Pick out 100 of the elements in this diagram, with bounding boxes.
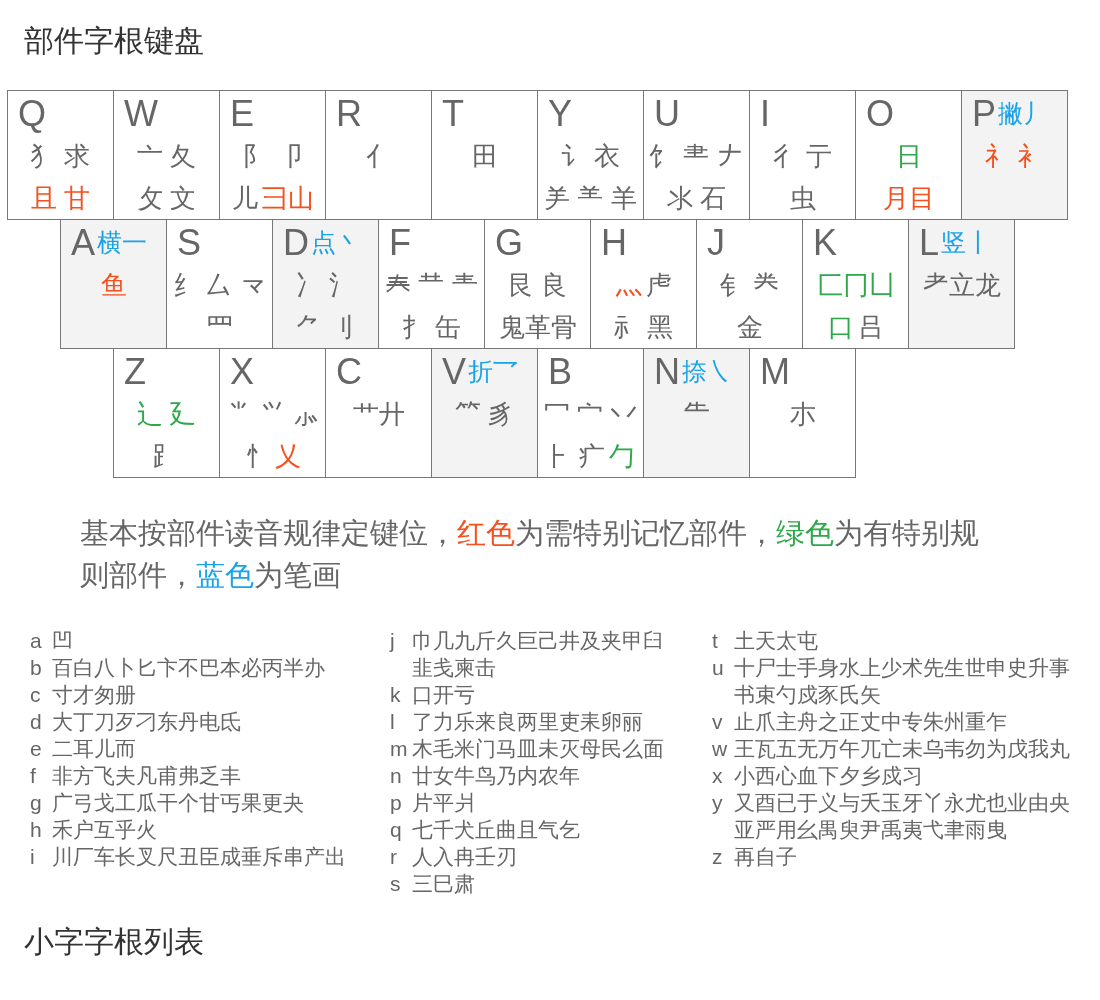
radical-glyphs: 艮 良 [507, 272, 568, 298]
radical-glyphs: 忄 [244, 443, 271, 469]
list-letter: p [390, 790, 403, 816]
radical-glyphs: 冖 宀 丷 [544, 401, 637, 427]
radical-list: 廿女牛鸟乃内农年 [412, 762, 682, 789]
radical-list: 非方飞夫凡甫弗乏丰 [52, 762, 382, 789]
radical-glyphs: 乂 [274, 443, 301, 469]
radical-glyphs: 辶 廴 [136, 401, 197, 427]
radical-glyphs: 纟 厶 龴 [173, 272, 266, 298]
key-letter: Q [18, 93, 46, 135]
radical-glyphs: 礻 衤 [984, 143, 1045, 169]
key-letter: W [124, 93, 158, 135]
radical-glyphs: 彳 亍 [772, 143, 833, 169]
list-letter: n [390, 763, 403, 789]
radical-glyphs: 金 [736, 314, 763, 340]
radical-glyphs: ⺶ ⺷ 羊 [544, 185, 637, 211]
radical-list: 百白八卜匕卞不巴本必丙半办 [52, 654, 382, 681]
stroke-label: 竖丨 [941, 227, 992, 258]
radical-list: 寸才匆册 [52, 681, 382, 708]
list-letter: y [712, 790, 724, 816]
list-letter: r [390, 844, 398, 870]
keyboard-key [60, 219, 167, 349]
explanation-note: 基本按部件读音规律定键位，红色为需特别记忆部件，绿色为有特别规则部件，蓝色为笔画 [80, 516, 980, 593]
key-letter: I [760, 93, 770, 135]
radical-glyphs: 口 [827, 314, 854, 340]
radical-glyphs: 钅 龹 [719, 272, 780, 298]
key-letter: F [389, 222, 411, 264]
list-letter: f [30, 763, 37, 789]
stroke-label: 撇丿 [998, 98, 1048, 129]
keyboard-key [908, 219, 1015, 349]
radical-glyphs: 虍 [645, 272, 672, 298]
key-letter: B [548, 351, 572, 393]
key-letter: M [760, 351, 790, 393]
key-letter: Y [548, 93, 572, 135]
title: 部件字根键盘 [24, 26, 204, 56]
list-letter: j [390, 628, 396, 654]
radical-glyphs: ⺈ 刂 [295, 314, 356, 340]
stroke-label: 折乛 [468, 356, 518, 387]
keyboard-key [643, 348, 750, 478]
key-letter: P [972, 93, 996, 135]
list-letter: e [30, 736, 43, 762]
key-letter: X [230, 351, 254, 393]
radical-glyphs: 犭 求 [30, 143, 91, 169]
list-letter: t [712, 628, 719, 654]
key-letter: K [813, 222, 837, 264]
radical-glyphs: 攵 文 [136, 185, 197, 211]
radical-glyphs: ⺧ [683, 401, 710, 427]
key-letter: G [495, 222, 523, 264]
list-letter: q [390, 817, 403, 843]
radical-list: 二耳儿而 [52, 735, 382, 762]
key-letter: E [230, 93, 254, 135]
list-letter: k [390, 682, 402, 708]
radical-list: 了力乐来良两里吏耒卵丽 [412, 708, 682, 735]
list-letter: i [30, 844, 36, 870]
radical-glyphs: 亠 夂 [136, 143, 197, 169]
radical-glyphs: 扌 缶 [401, 314, 462, 340]
radical-list: 凹 [52, 627, 382, 654]
list-letter: d [30, 709, 43, 735]
radical-glyphs: ⺬ 黑 [613, 314, 674, 340]
keyboard-key [961, 90, 1068, 220]
radical-glyphs: 儿 [231, 185, 258, 211]
radical-glyphs: 鱼 [100, 272, 127, 298]
radical-glyphs: 田 [471, 143, 498, 169]
key-letter: S [177, 222, 201, 264]
radical-glyphs: 耂立龙 [922, 272, 1001, 298]
key-letter: C [336, 351, 362, 393]
radical-glyphs: 月目 [882, 185, 935, 211]
key-letter: H [601, 222, 627, 264]
key-letter: V [442, 351, 466, 393]
list-letter: l [390, 709, 396, 735]
section-heading: 小字字根列表 [24, 927, 204, 957]
radical-glyphs: 阝 卩 [242, 143, 303, 169]
radical-list: 再自子 [734, 843, 1074, 870]
radical-list: 止爪主舟之正丈中专朱州重乍 [734, 708, 1074, 735]
list-letter: b [30, 655, 43, 681]
radical-glyphs: ⻊ [153, 443, 180, 469]
radical-glyphs: 灬 [615, 272, 642, 298]
radical-glyphs: 𡗗 龷 龶 [385, 272, 478, 298]
key-letter: J [707, 222, 725, 264]
radical-glyphs: 虫 [789, 185, 816, 211]
radical-list: 禾户互乎火 [52, 816, 382, 843]
radical-glyphs: ⺮ 豸 [454, 401, 515, 427]
key-letter: N [654, 351, 680, 393]
radical-list: 小西心血下夕乡戍习 [734, 762, 1074, 789]
radical-glyphs: 鬼革骨 [498, 314, 577, 340]
radical-glyphs: 勹 [609, 443, 636, 469]
list-letter: z [712, 844, 724, 870]
radical-glyphs: 讠 衣 [560, 143, 621, 169]
radical-list: 大丁刀歹刁东丹电氐 [52, 708, 382, 735]
list-letter: s [390, 871, 402, 897]
radical-glyphs: 氺 石 [666, 185, 727, 211]
key-letter: R [336, 93, 362, 135]
radical-glyphs: 且 甘 [30, 185, 91, 211]
radical-list: 王瓦五无万午兀亡未乌韦勿为戊我丸 [734, 735, 1074, 762]
list-letter: x [712, 763, 724, 789]
list-letter: a [30, 628, 43, 654]
radical-list: 口开亏 [412, 681, 682, 708]
radical-glyphs: ⺌ ⺍ ⺗ [226, 401, 319, 427]
keyboard-key [113, 348, 220, 478]
radical-list: 七千犬丘曲且气乞 [412, 816, 682, 843]
